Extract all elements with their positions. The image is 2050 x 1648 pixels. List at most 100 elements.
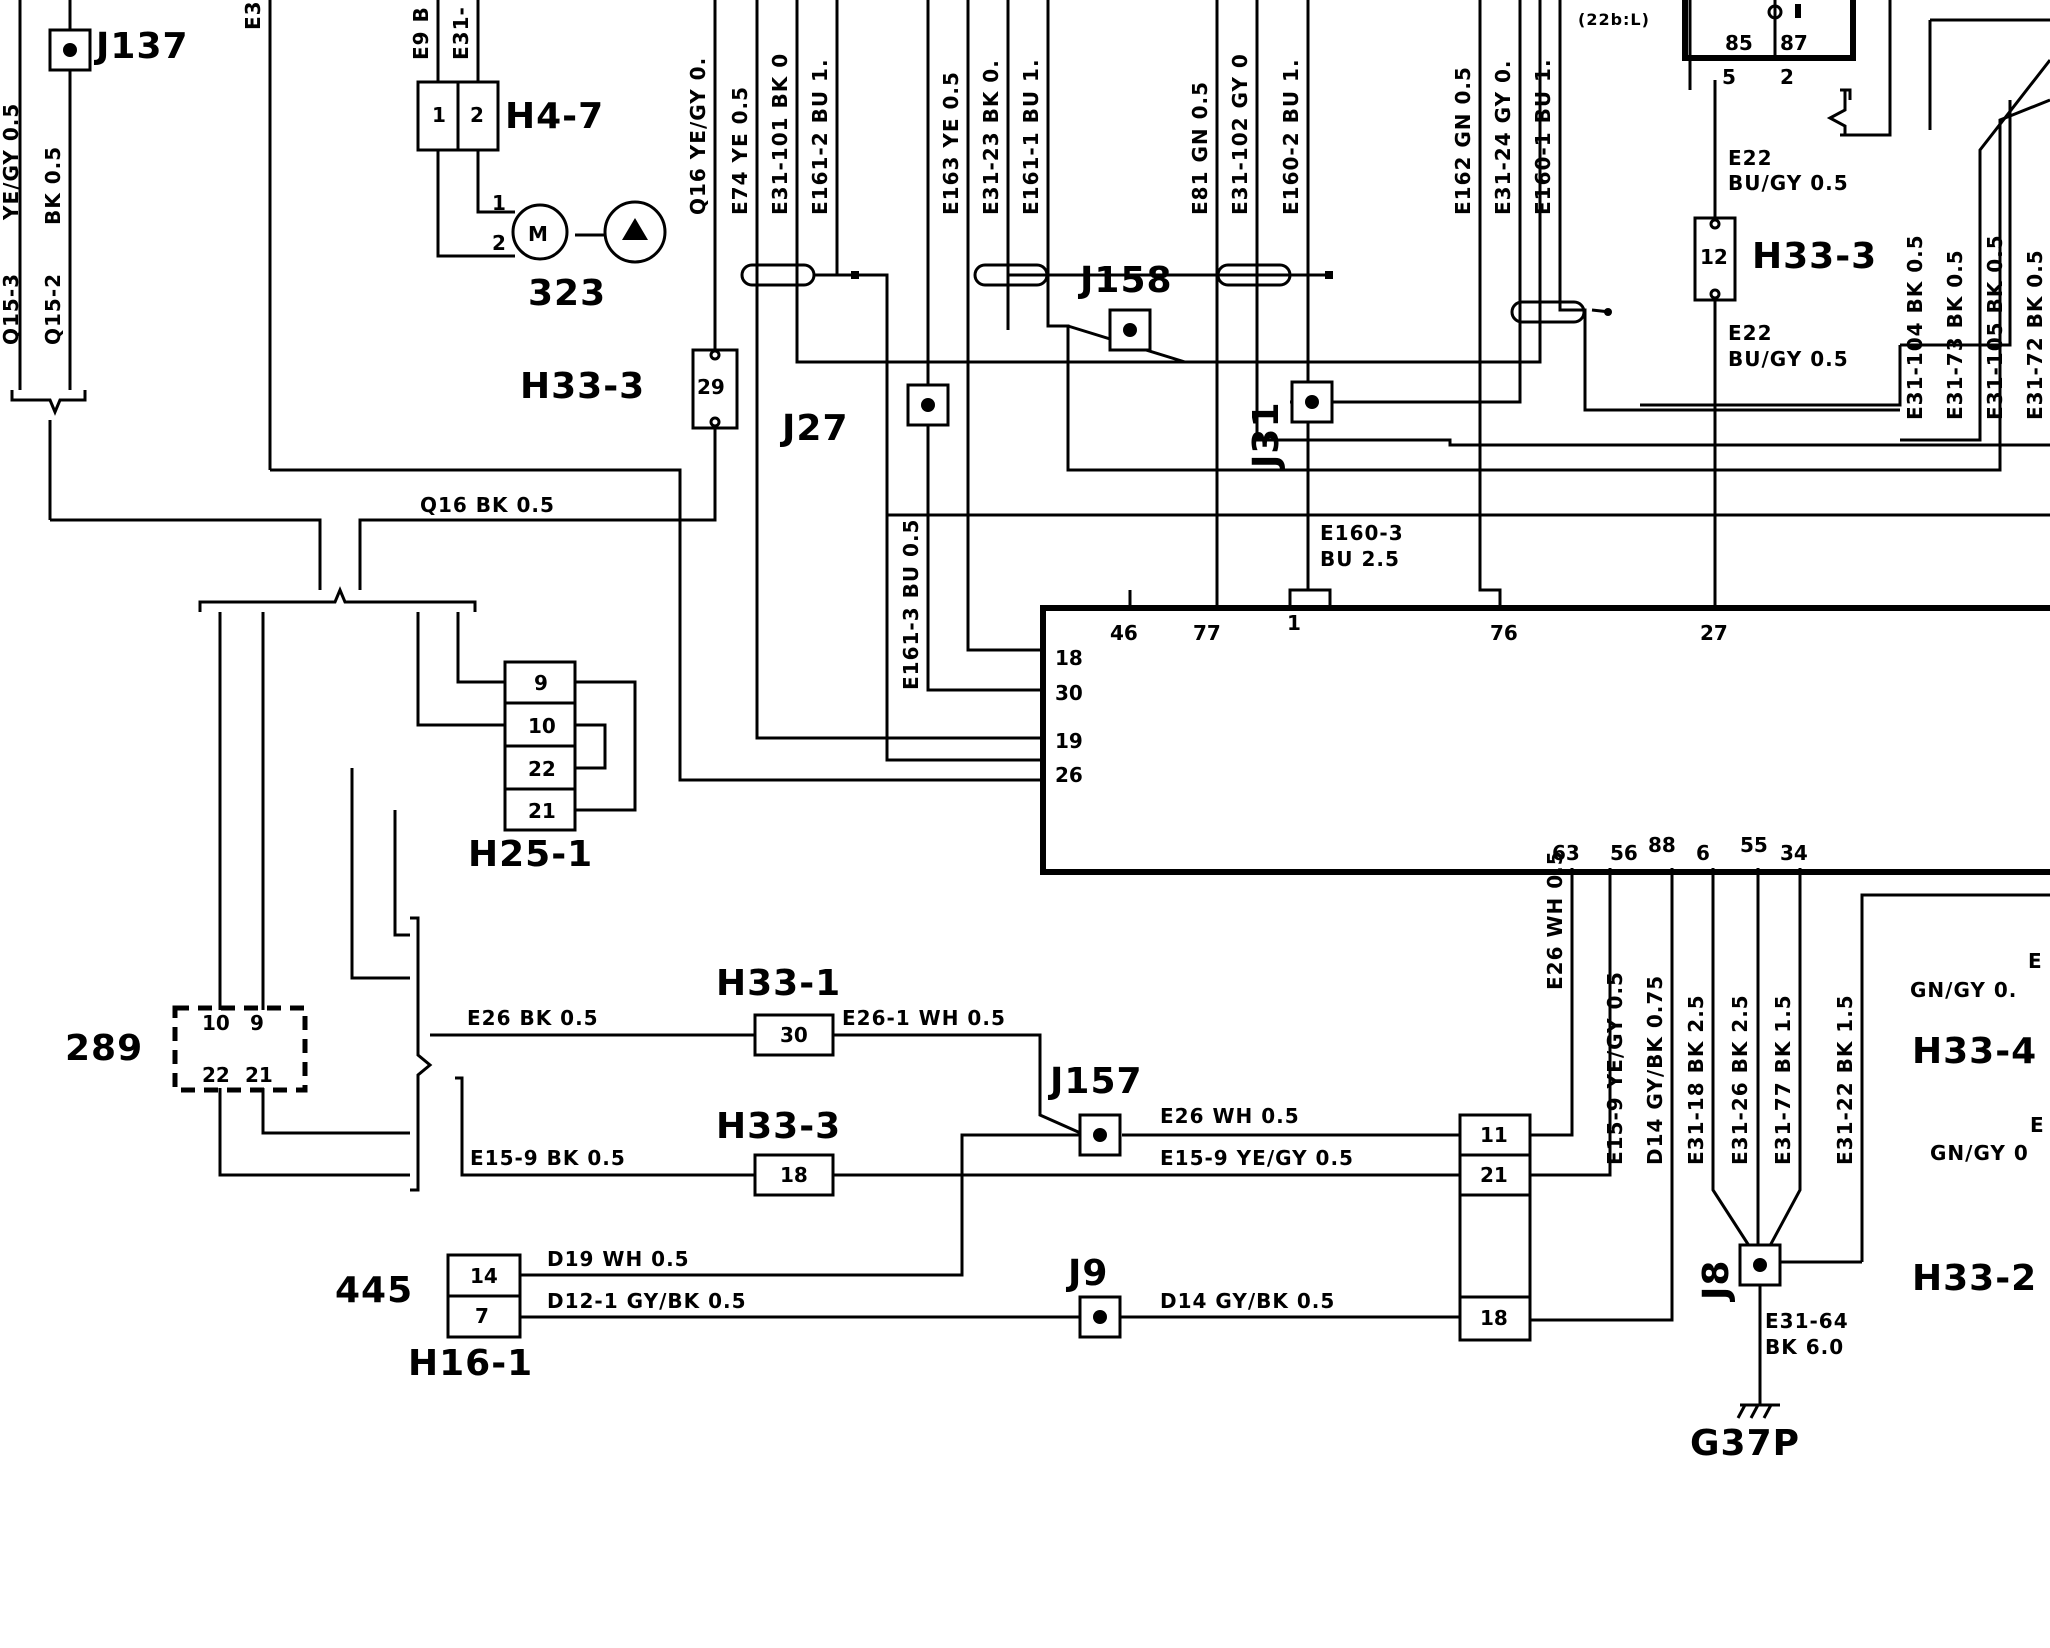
svg-text:14: 14 — [470, 1264, 498, 1288]
ecu-pin: 88 — [1648, 833, 1676, 857]
svg-text:E31-72 BK 0.5: E31-72 BK 0.5 — [2023, 249, 2047, 420]
svg-text:J137: J137 — [93, 26, 189, 67]
vertical-wire-labels: Q15-3 YE/GY 0.5 Q15-2 BK 0.5 E3 E9 B E31… — [0, 0, 2047, 1165]
svg-text:E31-23 BK 0.: E31-23 BK 0. — [979, 59, 1003, 215]
svg-text:E: E — [2028, 949, 2043, 973]
svg-text:E31-77 BK 1.5: E31-77 BK 1.5 — [1771, 994, 1795, 1165]
svg-text:Q15-2: Q15-2 — [41, 273, 65, 345]
svg-text:E3: E3 — [241, 0, 265, 30]
ecu-bottom-pins: 63 56 88 6 55 34 — [1552, 833, 1808, 865]
svg-text:18: 18 — [1480, 1306, 1508, 1330]
svg-text:H33-3: H33-3 — [1752, 236, 1877, 277]
svg-text:H33-1: H33-1 — [716, 963, 841, 1004]
control-unit: 46 77 1 76 27 18 30 19 26 63 56 88 6 55 … — [1040, 590, 2050, 875]
svg-text:2: 2 — [470, 103, 484, 127]
svg-text:11: 11 — [1480, 1123, 1508, 1147]
svg-text:1: 1 — [492, 191, 506, 215]
svg-text:(22b:L): (22b:L) — [1578, 10, 1650, 29]
svg-text:E31-: E31- — [449, 6, 473, 60]
ecu-top-pins: 46 77 1 76 27 — [1110, 611, 1728, 645]
svg-text:BK 6.0: BK 6.0 — [1765, 1335, 1844, 1359]
connector-289: 10 9 22 21 289 — [65, 1005, 308, 1093]
svg-text:E31-104 BK 0.5: E31-104 BK 0.5 — [1903, 234, 1927, 420]
motor-323: M 1 2 323 — [492, 191, 667, 314]
svg-text:J158: J158 — [1077, 260, 1173, 301]
connector-h25-1: 9 10 22 21 H25-1 — [468, 660, 592, 875]
svg-text:22: 22 — [528, 757, 556, 781]
svg-text:22: 22 — [202, 1063, 230, 1087]
svg-text:BU/GY 0.5: BU/GY 0.5 — [1728, 171, 1849, 195]
ecu-pin: 30 — [1055, 681, 1083, 705]
splice-j157: J157 — [1047, 1061, 1143, 1157]
connector-h33-3-12: 12 H33-3 — [1693, 216, 1877, 302]
svg-text:G37P: G37P — [1690, 1423, 1800, 1464]
svg-text:E15-9 YE/GY 0.5: E15-9 YE/GY 0.5 — [1603, 971, 1627, 1165]
ecu-pin: 55 — [1740, 833, 1768, 857]
right-labels: H33-4 H33-2 GN/GY 0. GN/GY 0 E E — [1910, 949, 2045, 1299]
svg-text:E31-102 GY 0: E31-102 GY 0 — [1228, 53, 1252, 215]
svg-text:445: 445 — [335, 1270, 413, 1311]
svg-text:E162 GN 0.5: E162 GN 0.5 — [1451, 66, 1475, 215]
svg-text:87: 87 — [1780, 31, 1808, 55]
connector-h33-3-29: 29 H33-3 — [520, 348, 739, 430]
svg-text:E160-1 BU 1.: E160-1 BU 1. — [1531, 58, 1555, 215]
svg-text:E160-2 BU 1.: E160-2 BU 1. — [1279, 58, 1303, 215]
svg-text:85: 85 — [1725, 31, 1753, 55]
svg-text:H33-2: H33-2 — [1912, 1258, 2037, 1299]
svg-text:Q16 YE/GY 0.: Q16 YE/GY 0. — [686, 57, 710, 215]
svg-text:E26 WH 0.5: E26 WH 0.5 — [1543, 850, 1567, 990]
connector-h16-1: 14 7 445 H16-1 — [335, 1253, 533, 1384]
splice-j27: J27 — [779, 383, 950, 449]
svg-text:9: 9 — [534, 671, 548, 695]
svg-text:BK 0.5: BK 0.5 — [41, 146, 65, 225]
splice-j137: J137 — [48, 26, 189, 72]
svg-text:GN/GY 0.: GN/GY 0. — [1910, 978, 2017, 1002]
svg-text:21: 21 — [1480, 1163, 1508, 1187]
splice-j158: J158 — [1077, 260, 1173, 352]
svg-text:BU/GY 0.5: BU/GY 0.5 — [1728, 347, 1849, 371]
svg-text:J9: J9 — [1065, 1253, 1108, 1294]
connector-right-block: 11 21 18 — [1458, 1113, 1532, 1342]
svg-text:E26 WH 0.5: E26 WH 0.5 — [1160, 1104, 1300, 1128]
svg-text:YE/GY 0.5: YE/GY 0.5 — [0, 103, 23, 221]
svg-text:J31: J31 — [1246, 402, 1287, 472]
splice-j9: J9 — [1065, 1253, 1122, 1339]
splices: J137 J158 J27 J31 J157 J9 J8 — [48, 26, 1782, 1339]
svg-text:E163 YE 0.5: E163 YE 0.5 — [939, 71, 963, 215]
svg-text:E15-9 YE/GY 0.5: E15-9 YE/GY 0.5 — [1160, 1146, 1354, 1170]
svg-text:J8: J8 — [1696, 1260, 1737, 1303]
svg-text:E31-18 BK 2.5: E31-18 BK 2.5 — [1684, 994, 1708, 1165]
connector-h33-1: 30 H33-1 — [716, 963, 841, 1057]
svg-text:289: 289 — [65, 1028, 143, 1069]
ecu-left-pins: 18 30 19 26 — [1055, 646, 1083, 787]
svg-text:Q15-3: Q15-3 — [0, 273, 23, 345]
svg-text:E74 YE 0.5: E74 YE 0.5 — [728, 86, 752, 215]
svg-text:2: 2 — [492, 231, 506, 255]
svg-text:2: 2 — [1780, 65, 1794, 89]
connector-h33-3-18: 18 H33-3 — [716, 1106, 840, 1197]
ecu-pin: 27 — [1700, 621, 1728, 645]
svg-text:BU 2.5: BU 2.5 — [1320, 547, 1400, 571]
ecu-pin: 19 — [1055, 729, 1083, 753]
svg-text:J157: J157 — [1047, 1061, 1143, 1102]
ecu-pin: 1 — [1287, 611, 1301, 635]
svg-text:E22: E22 — [1728, 146, 1773, 170]
svg-text:H16-1: H16-1 — [408, 1343, 533, 1384]
svg-text:J27: J27 — [779, 408, 849, 449]
svg-text:GN/GY 0: GN/GY 0 — [1930, 1141, 2029, 1165]
svg-text:D14 GY/BK 0.5: D14 GY/BK 0.5 — [1160, 1289, 1335, 1313]
svg-text:E31-64: E31-64 — [1765, 1309, 1849, 1333]
svg-text:E160-3: E160-3 — [1320, 521, 1404, 545]
relay-block: 85 87 5 2 (22b:L) — [1578, 0, 1856, 137]
ecu-pin: 76 — [1490, 621, 1518, 645]
svg-text:1: 1 — [432, 103, 446, 127]
svg-text:12: 12 — [1700, 245, 1728, 269]
svg-text:21: 21 — [245, 1063, 273, 1087]
svg-text:E161-2 BU 1.: E161-2 BU 1. — [808, 58, 832, 215]
horizontal-wire-labels: Q16 BK 0.5 E160-3 BU 2.5 E22 BU/GY 0.5 E… — [420, 146, 1849, 1359]
svg-text:10: 10 — [528, 714, 556, 738]
svg-text:E: E — [2030, 1113, 2045, 1137]
svg-text:E31-22 BK 1.5: E31-22 BK 1.5 — [1833, 994, 1857, 1165]
svg-text:H33-4: H33-4 — [1912, 1031, 2037, 1072]
